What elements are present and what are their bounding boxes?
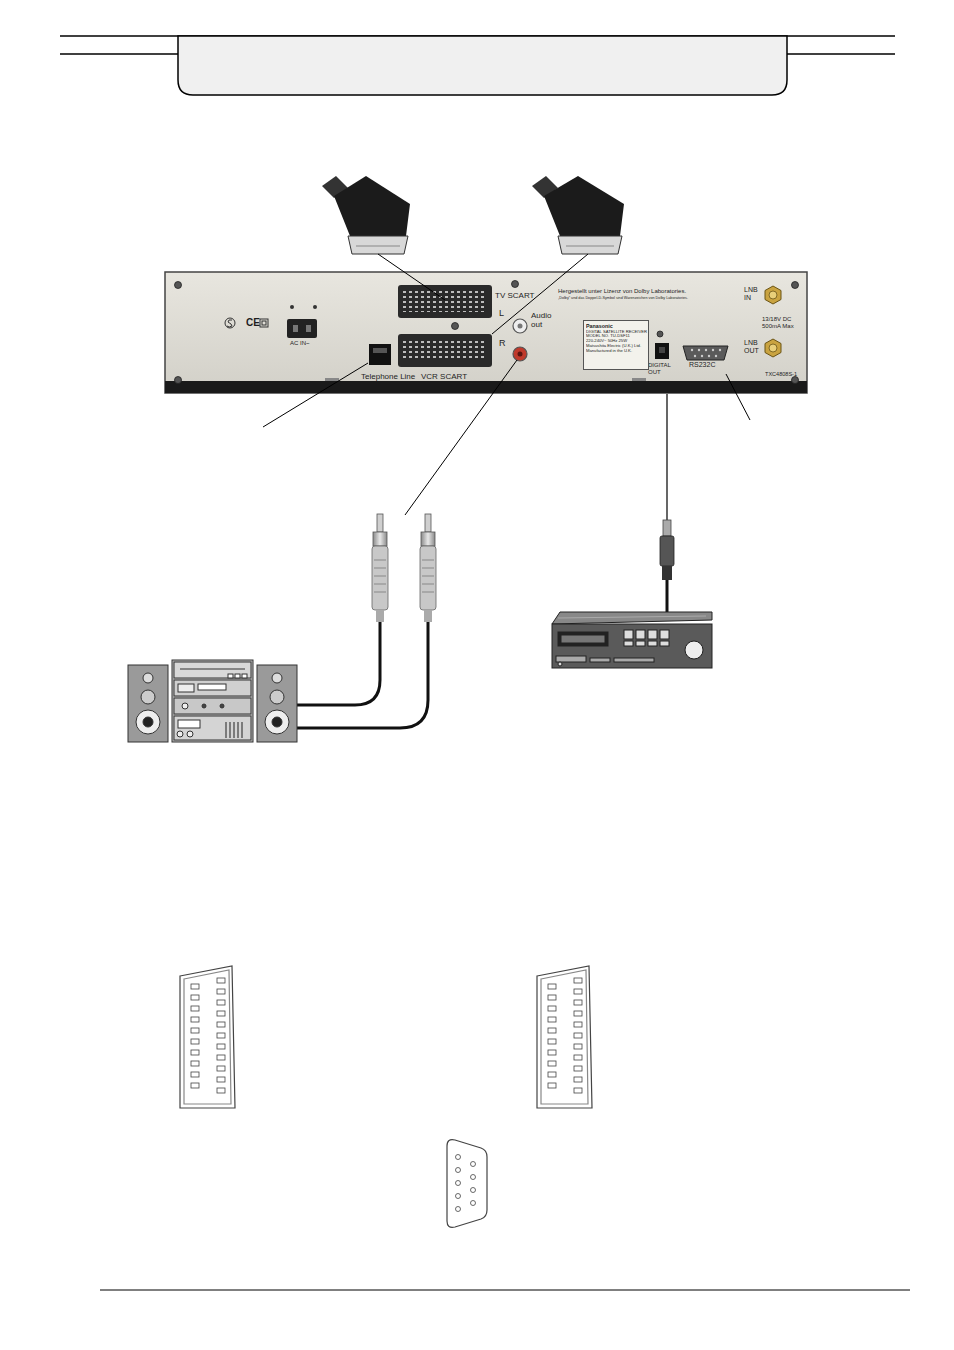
rear-panel (165, 272, 807, 393)
label-text-block: PanasonicDIGITAL SATELLITE RECEIVERMODEL… (586, 323, 647, 353)
rs232c-socket (683, 346, 728, 360)
amplifier (552, 612, 712, 668)
header-tab (178, 36, 787, 95)
leader-line (263, 254, 750, 515)
dsub-outline (447, 1140, 487, 1228)
optical-cable (666, 394, 667, 520)
port-label: LNB OUT (744, 339, 762, 354)
scart-socket (398, 334, 492, 367)
optical-socket (655, 343, 669, 359)
footer-rule (100, 1290, 910, 1291)
part-number: TXC4808S-1 (765, 371, 797, 377)
channel-label: L (499, 309, 504, 319)
port-label: Audio out (531, 312, 559, 330)
rating-label: PanasonicDIGITAL SATELLITE RECEIVERMODEL… (583, 320, 649, 370)
rating-text: 220-240V~ 50Hz 25W (586, 339, 647, 344)
rating-text: MODEL NO. TU-DSF11 (586, 334, 647, 339)
rca-socket (513, 319, 527, 361)
scart-socket (398, 285, 492, 318)
rca-plug (420, 514, 436, 622)
scart-plug (532, 176, 624, 254)
brand-name: Panasonic (586, 323, 647, 329)
port-label: VCR SCART (421, 373, 467, 382)
optical-plug (660, 520, 674, 618)
port-label: LNB IN (744, 286, 762, 301)
rating-text: Matsushita Electric (U.K.) Ltd. (586, 344, 647, 349)
rating-text: DIGITAL SATELLITE RECEIVER (586, 329, 647, 334)
rating-text: Manufactured in the U.K. (586, 348, 647, 353)
licence-note: Hergestellt unter Lizenz von Dolby Labor… (558, 288, 686, 295)
scart-outline (180, 966, 235, 1108)
rca-plug (372, 514, 388, 622)
rating-note: 13/18V DC 500mA Max (762, 316, 804, 329)
scart-outline (537, 966, 592, 1108)
scart-pins (191, 978, 225, 1093)
channel-label: R (499, 339, 506, 349)
ac-inlet (287, 305, 317, 338)
scart-pins (548, 978, 582, 1093)
approval-symbol (225, 318, 268, 328)
scart-plug (322, 176, 410, 254)
approval-mark: CE (246, 317, 260, 328)
telephone-jack (369, 344, 391, 365)
screw (175, 281, 799, 384)
port-label: TV SCART (495, 292, 534, 301)
port-label: DIGITAL OUT (648, 362, 676, 375)
audio-cable (297, 622, 428, 728)
licence-note: „Dolby“ und das Doppel-D-Symbol sind War… (558, 296, 688, 300)
port-label: Telephone Line (361, 373, 415, 382)
port-label: AC IN~ (290, 340, 310, 347)
hifi-system (128, 660, 297, 742)
port-label: RS232C (689, 361, 715, 369)
